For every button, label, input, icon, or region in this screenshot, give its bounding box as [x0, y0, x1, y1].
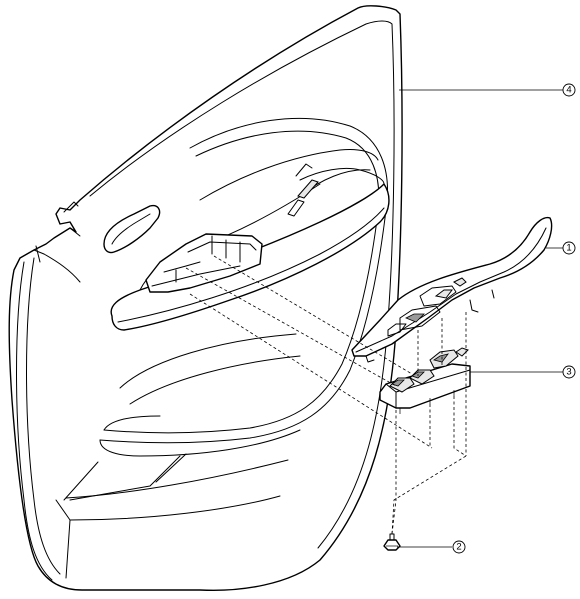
callout-4-number: 4	[566, 85, 571, 96]
retaining-clip	[383, 533, 401, 551]
callout-3-number: 3	[566, 367, 571, 378]
callout-1-circle	[562, 241, 576, 255]
callout-4: 4	[562, 83, 576, 97]
door-trim-panel	[8, 5, 403, 592]
callout-1-number: 1	[566, 243, 571, 254]
callout-2-circle	[452, 540, 466, 554]
callout-3-circle	[562, 365, 576, 379]
callout-3: 3	[562, 365, 576, 379]
callout-2: 2	[452, 540, 466, 554]
callout-2-number: 2	[456, 542, 461, 553]
switch-panel-bezel	[351, 216, 553, 363]
callout-1: 1	[562, 241, 576, 255]
callout-4-circle	[562, 83, 576, 97]
callout-leaders	[397, 89, 563, 548]
power-window-switch	[379, 347, 471, 414]
assembly-guide-lines	[185, 255, 467, 535]
